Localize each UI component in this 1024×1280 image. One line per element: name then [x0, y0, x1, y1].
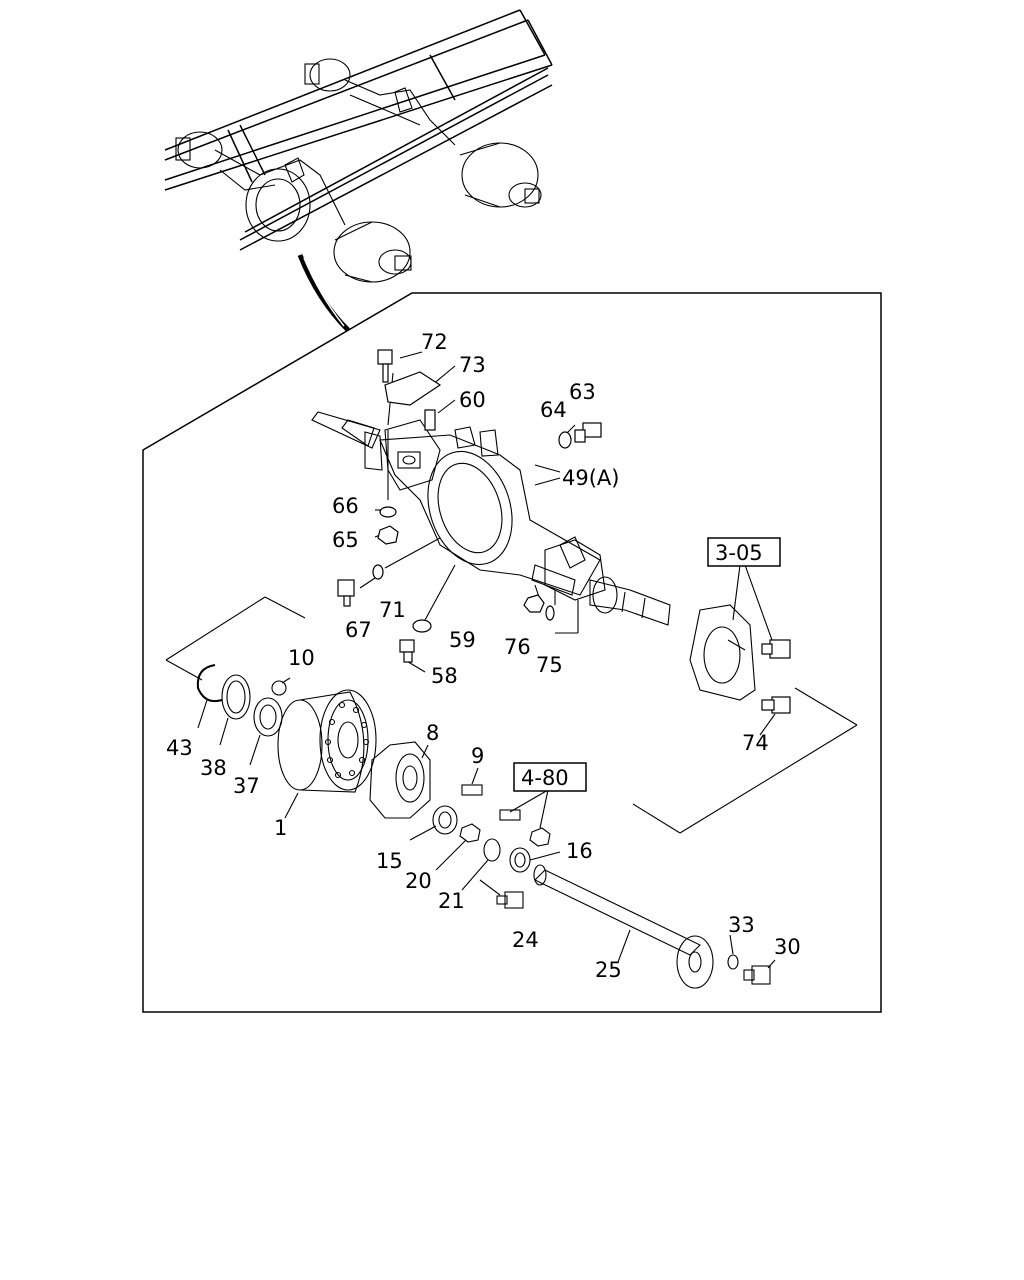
- callout-30: 30: [774, 935, 801, 959]
- callout-73: 73: [459, 353, 486, 377]
- callout-65: 65: [332, 528, 359, 552]
- callout-21: 21: [438, 889, 465, 913]
- callout-10: 10: [288, 646, 315, 670]
- callout-71: 71: [379, 598, 406, 622]
- callout-72: 72: [421, 330, 448, 354]
- ref-3-05-label: 3-05: [715, 541, 763, 565]
- leader-lines-lower: [165, 564, 858, 969]
- callout-25: 25: [595, 958, 622, 982]
- callout-75: 75: [536, 653, 563, 677]
- callout-60: 60: [459, 388, 486, 412]
- callout-63: 63: [569, 380, 596, 404]
- callout-74: 74: [742, 731, 769, 755]
- callout-76: 76: [504, 635, 531, 659]
- ref-box-4-80[interactable]: 4-80: [513, 762, 587, 792]
- callout-8: 8: [426, 721, 439, 745]
- callout-16: 16: [566, 839, 593, 863]
- callout-1: 1: [274, 816, 287, 840]
- hub-drum: [196, 664, 771, 989]
- callout-64: 64: [540, 398, 567, 422]
- callout-38: 38: [200, 756, 227, 780]
- callout-49a: 49(A): [562, 466, 619, 490]
- callout-20: 20: [405, 869, 432, 893]
- detail-frame: [142, 292, 882, 1013]
- ref-4-80-label: 4-80: [521, 766, 569, 790]
- upper-small-parts: [337, 349, 791, 714]
- callout-59: 59: [449, 628, 476, 652]
- callout-9: 9: [471, 744, 484, 768]
- callout-15: 15: [376, 849, 403, 873]
- callout-24: 24: [512, 928, 539, 952]
- callout-33: 33: [728, 913, 755, 937]
- callout-58: 58: [431, 664, 458, 688]
- callout-67: 67: [345, 618, 372, 642]
- callout-43: 43: [166, 736, 193, 760]
- frame-overview: [164, 9, 553, 332]
- axle-housing: [311, 411, 671, 626]
- backing-plate: [689, 604, 756, 701]
- ref-box-3-05[interactable]: 3-05: [707, 537, 781, 567]
- callout-37: 37: [233, 774, 260, 798]
- callout-66: 66: [332, 494, 359, 518]
